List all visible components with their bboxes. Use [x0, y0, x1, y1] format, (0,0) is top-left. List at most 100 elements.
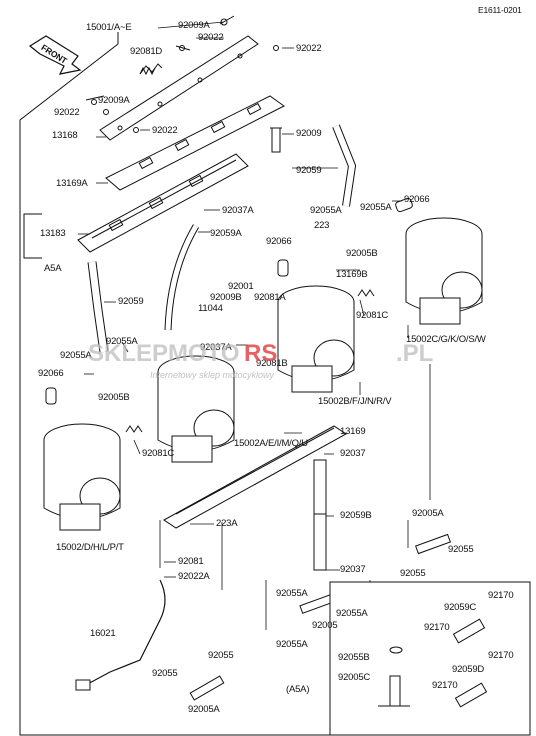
label-92059D: 92059D	[452, 664, 485, 675]
label-92005B-right: 92005B	[346, 248, 378, 259]
front-arrow-icon	[28, 35, 82, 75]
plate-13169A	[77, 153, 249, 253]
label-92005B-left: 92005B	[98, 392, 130, 403]
label-92022-right: 92022	[296, 43, 322, 54]
label-92037-a: 92037	[340, 448, 366, 459]
hose-92059-left	[87, 261, 109, 353]
label-92055-right2: 92055	[400, 568, 426, 579]
label-223-top: 223	[314, 220, 330, 231]
label-92055A-b: 92055A	[276, 588, 308, 599]
bolt-92009	[270, 127, 282, 153]
label-92081C-right: 92081C	[356, 310, 389, 321]
cap-92066-left	[45, 387, 57, 405]
label-92009B: 92009B	[210, 292, 242, 303]
label-92081: 92081	[178, 556, 204, 567]
carburetor-15002B	[277, 285, 355, 393]
label-92037A: 92037A	[222, 205, 254, 216]
label-92005C: 92005C	[338, 672, 371, 683]
label-92005: 92005	[312, 620, 338, 631]
label-92009: 92009	[296, 128, 322, 139]
label-92059C: 92059C	[444, 602, 477, 613]
pipe-92005A-right	[415, 533, 451, 555]
label-A5A-inset: (A5A)	[286, 684, 310, 695]
watermark-tagline: Internetowy sklep motocyklowy	[150, 370, 275, 380]
label-92059A: 92059A	[210, 228, 242, 239]
label-92170-1: 92170	[488, 590, 514, 601]
label-92170-2: 92170	[424, 622, 450, 633]
label-92055A-left: 92055A	[106, 336, 138, 347]
spring-92081C-left	[125, 425, 143, 433]
label-92022-mid: 92022	[152, 125, 178, 136]
diagram-frame	[19, 32, 330, 736]
label-92066-left: 92066	[38, 368, 64, 379]
label-15002B: 15002B/F/J/N/R/V	[318, 396, 392, 407]
watermark-domain: .PL	[396, 340, 434, 367]
label-92055-b2: 92055	[152, 668, 178, 679]
label-92022-left: 92022	[54, 107, 80, 118]
plate-13168	[105, 95, 285, 191]
pipe-92005A-bottom	[189, 675, 225, 701]
cable-16021	[75, 579, 166, 691]
hose-92059A	[164, 224, 200, 331]
label-11044: 11044	[198, 303, 223, 314]
label-92170-3: 92170	[488, 650, 514, 661]
label-92059-left: 92059	[118, 296, 144, 307]
shaft-assembly-top	[85, 15, 279, 141]
label-13169: 13169	[340, 426, 366, 437]
cap-92066-mid	[277, 259, 289, 277]
label-13169B: 13169B	[336, 269, 368, 280]
label-15002C: 15002C/G/K/O/S/W	[406, 334, 486, 345]
label-92059B: 92059B	[340, 510, 372, 521]
label-92022A: 92022A	[178, 571, 210, 582]
spring-92081C-right	[357, 289, 375, 297]
label-92081D: 92081D	[130, 46, 163, 57]
label-92009A-left: 92009A	[98, 95, 130, 106]
label-223A: 223A	[216, 518, 238, 529]
label-92055A-b2: 92055A	[336, 608, 368, 619]
label-92081C-left: 92081C	[142, 448, 175, 459]
hose-92059-right	[332, 124, 357, 207]
label-92081A: 92081A	[254, 292, 286, 303]
label-92055A-b3: 92055A	[276, 639, 308, 650]
label-92037-b: 92037	[340, 564, 366, 575]
label-92055-right: 92055	[448, 544, 474, 555]
label-92066-right: 92066	[404, 194, 430, 205]
label-92055A-right: 92055A	[310, 205, 342, 216]
label-92022-top: 92022	[198, 32, 224, 43]
spring-92081D	[139, 66, 156, 76]
hose-92059B	[313, 459, 327, 571]
label-16021: 16021	[90, 628, 116, 639]
watermark-brand-c: RS	[244, 340, 278, 367]
label-92009A-top: 92009A	[178, 20, 210, 31]
label-92001: 92001	[228, 281, 254, 292]
cap-92066-right	[395, 197, 413, 213]
label-15002A: 15002A/E/I/M/Q/U	[234, 438, 308, 449]
label-15002D: 15002/D/H/L/P/T	[56, 542, 124, 553]
inset-box-A5A	[329, 581, 531, 736]
label-92005A-right: 92005A	[412, 508, 444, 519]
label-15001: 15001/A~E	[86, 22, 132, 33]
carburetor-15002C	[405, 217, 483, 325]
label-92055A-left2: 92055A	[60, 350, 92, 361]
label-92081B: 92081B	[256, 358, 288, 369]
label-A5A: A5A	[44, 263, 62, 274]
bracket-13183	[23, 213, 42, 259]
label-92037A-b: 92037A	[200, 342, 232, 353]
label-13183: 13183	[40, 228, 66, 239]
watermark-brand-a: SKLEP	[88, 340, 169, 367]
label-92055-b: 92055	[208, 650, 234, 661]
plate-13169	[163, 425, 347, 529]
carburetor-15002D	[43, 423, 121, 531]
label-92055B: 92055B	[338, 652, 370, 663]
label-92059-right: 92059	[296, 165, 322, 176]
watermark-brand-b: MOTO	[168, 340, 240, 367]
diagram-id: E1611-0201	[478, 5, 522, 15]
carburetor-15002A	[157, 355, 235, 463]
label-13168: 13168	[52, 130, 78, 141]
label-92170-4: 92170	[432, 680, 458, 691]
label-92005A-bottom: 92005A	[188, 704, 220, 715]
label-13169A: 13169A	[56, 178, 88, 189]
label-92066-mid: 92066	[266, 236, 292, 247]
label-92055A-right2: 92055A	[360, 202, 392, 213]
